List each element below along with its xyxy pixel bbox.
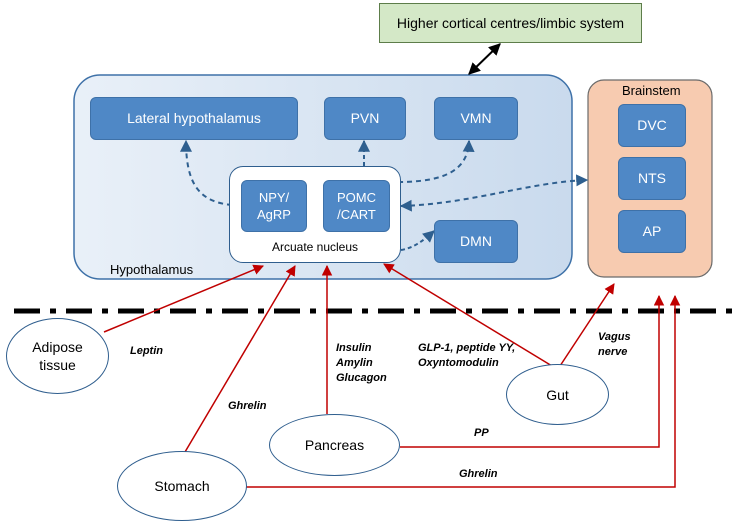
higher-centres-box: Higher cortical centres/limbic system <box>379 3 642 43</box>
arcuate-to-dmn <box>400 230 435 251</box>
stomach-oval: Stomach <box>117 451 247 521</box>
hypothalamus-label: Hypothalamus <box>110 262 194 277</box>
pp-label: PP <box>474 427 489 439</box>
pancreas-hormones-label: Insulin Amylin Glucagon <box>336 342 387 384</box>
gut-oval: Gut <box>506 364 609 425</box>
adipose-tissue-oval: Adipose tissue <box>6 318 109 394</box>
pomc-cart-box: POMC /CART <box>323 180 390 232</box>
ghrelin-arcuate-arrow <box>184 265 296 453</box>
gut-arcuate-arrow <box>383 263 558 370</box>
leptin-arrow <box>103 264 264 333</box>
gut-hormones-label: GLP-1, peptide YY, Oxyntomodulin <box>418 342 516 369</box>
ap-box: AP <box>618 210 686 253</box>
brainstem-label: Brainstem <box>622 83 681 98</box>
pvn-box: PVN <box>324 97 406 140</box>
arcuate-to-lateral <box>180 139 233 206</box>
pp-arrow <box>400 294 665 448</box>
ghrelin-brainstem-arrow <box>246 294 681 488</box>
npy-agrp-box: NPY/ AgRP <box>241 180 307 232</box>
dmn-box: DMN <box>434 220 518 263</box>
vagus-arrow <box>557 283 615 370</box>
vmn-box: VMN <box>434 97 518 140</box>
arcuate-nucleus-label: Arcuate nucleus <box>271 240 359 254</box>
higher-centres-link <box>468 43 501 75</box>
leptin-label: Leptin <box>130 345 163 357</box>
ghrelin-brainstem-label: Ghrelin <box>459 468 498 480</box>
vagus-nerve-label: Vagus nerve <box>598 331 631 358</box>
pancreas-oval: Pancreas <box>269 414 400 476</box>
lateral-hypothalamus-box: Lateral hypothalamus <box>90 97 298 140</box>
nts-box: NTS <box>618 157 686 200</box>
dvc-box: DVC <box>618 104 686 147</box>
ghrelin-arcuate-label: Ghrelin <box>228 400 267 412</box>
